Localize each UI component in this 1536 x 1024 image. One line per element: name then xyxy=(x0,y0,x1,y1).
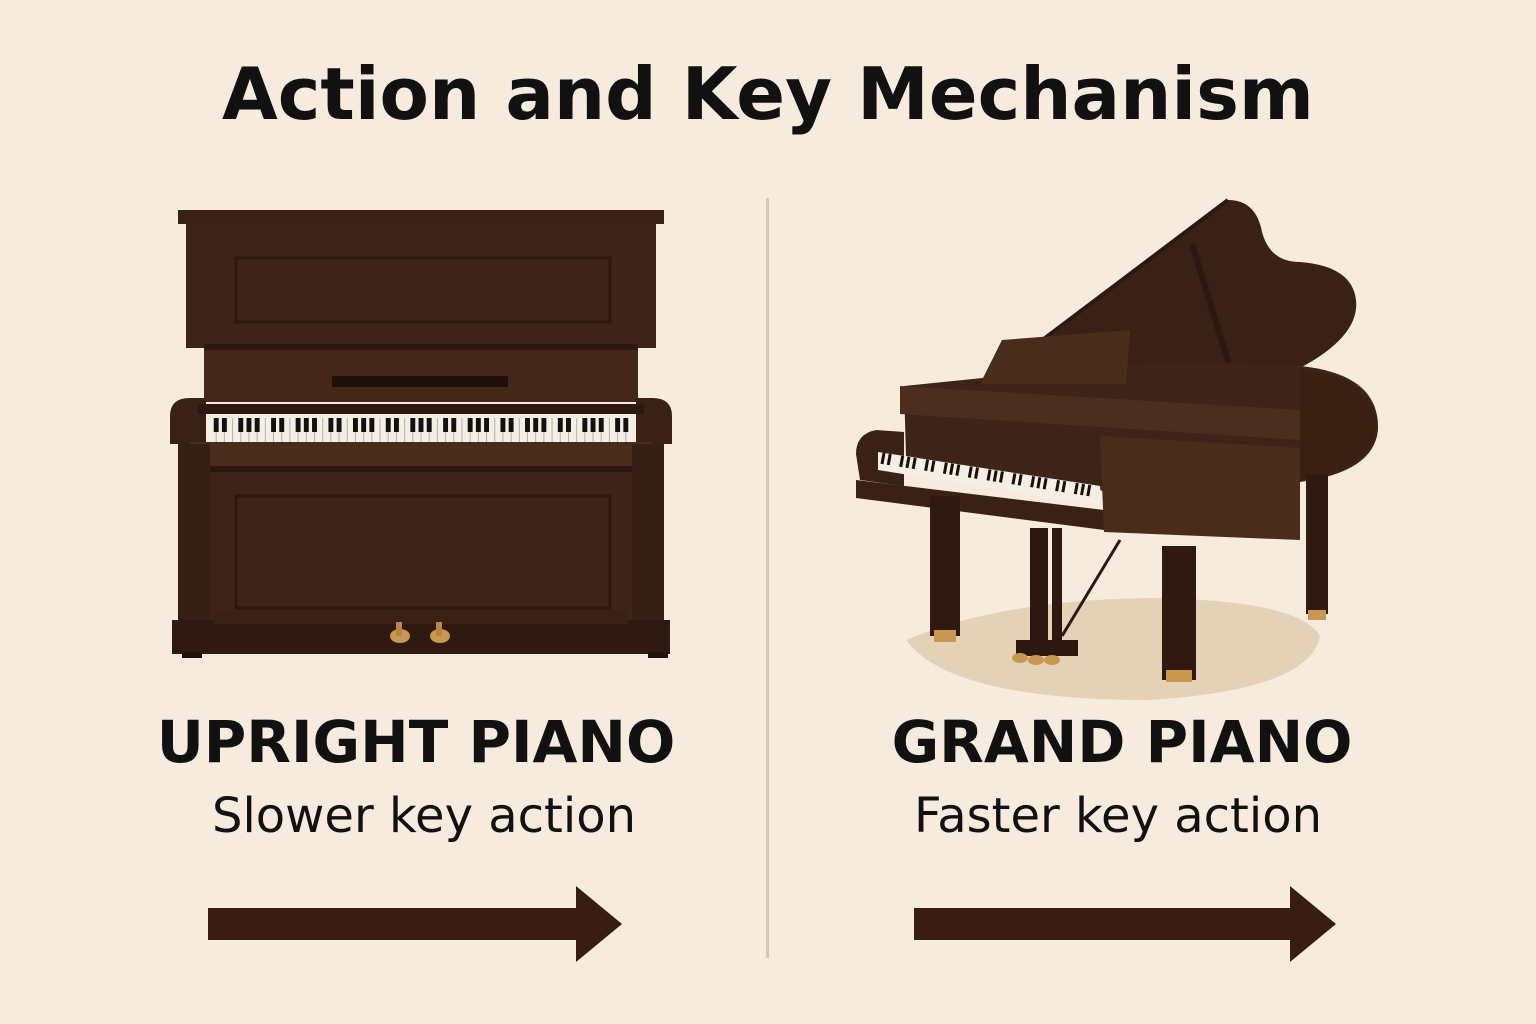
page-title: Action and Key Mechanism xyxy=(222,52,1314,136)
grand-piano-description: Faster key action xyxy=(914,788,1322,844)
upright-piano-icon xyxy=(170,210,672,658)
panel-divider xyxy=(766,198,769,958)
upright-piano-label: UPRIGHT PIANO xyxy=(156,708,676,776)
upright-right-arrow-icon xyxy=(208,886,622,962)
upright-piano-description: Slower key action xyxy=(212,788,636,844)
grand-piano-label: GRAND PIANO xyxy=(891,708,1353,776)
grand-piano-icon xyxy=(856,198,1379,700)
grand-right-arrow-icon xyxy=(914,886,1336,962)
